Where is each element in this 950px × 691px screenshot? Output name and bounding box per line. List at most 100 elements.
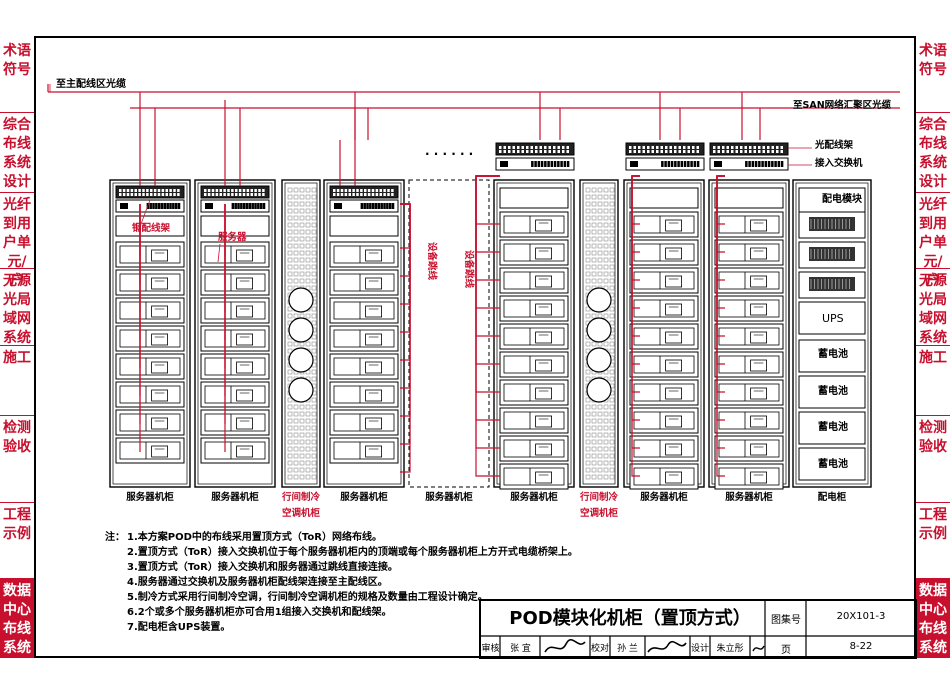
battery-label-3: 蓄电池 bbox=[818, 420, 848, 433]
tab-divider bbox=[0, 112, 34, 113]
review-name: 张 宜 bbox=[510, 644, 531, 654]
cooling-fan bbox=[288, 377, 314, 403]
note-item: 4.服务器通过交换机及服务器机柜配线架连接至主配线区。 bbox=[127, 577, 388, 588]
cooling-fan bbox=[586, 347, 612, 373]
tab-divider bbox=[916, 502, 950, 503]
server-label: 服务器 bbox=[218, 231, 247, 243]
notes: 注： 1.本方案POD中的布线采用置顶方式（ToR）网络布线。 2.置顶方式（To… bbox=[105, 530, 578, 635]
power-module-label: 配电模块 bbox=[822, 192, 863, 205]
side-tab-r-1[interactable]: 综合布线系统设计 bbox=[919, 117, 947, 190]
jumper-label-1: 设备跳线 bbox=[426, 242, 438, 281]
note-item: 1.本方案POD中的布线采用置顶方式（ToR）网络布线。 bbox=[127, 532, 382, 543]
cabinet-1 bbox=[194, 179, 276, 488]
battery-label-2: 蓄电池 bbox=[818, 384, 848, 397]
cabinet-9 bbox=[792, 179, 872, 488]
side-tab-r-7[interactable]: 数据中心布线系统 bbox=[916, 578, 950, 658]
cabinet-7 bbox=[623, 179, 705, 490]
tab-divider bbox=[0, 192, 34, 193]
san-fiber-label: 至SAN网络汇聚区光缆 bbox=[793, 99, 892, 111]
leader-server bbox=[217, 243, 221, 263]
side-tab-l-6[interactable]: 工程示例 bbox=[3, 507, 31, 542]
side-tab-l-4[interactable]: 施工 bbox=[3, 350, 31, 366]
cabinet-0 bbox=[109, 179, 191, 488]
tab-divider bbox=[0, 502, 34, 503]
cabinet-8 bbox=[708, 179, 790, 490]
cooling-fan bbox=[288, 317, 314, 343]
device-jumper bbox=[475, 175, 500, 477]
main-fiber-label: 至主配线区光缆 bbox=[56, 77, 126, 90]
cabinet-2 bbox=[281, 179, 321, 488]
tab-divider bbox=[0, 415, 34, 416]
side-tab-l-7[interactable]: 数据中心布线系统 bbox=[0, 578, 34, 658]
side-tab-l-0[interactable]: 术语符号 bbox=[3, 43, 31, 78]
battery-box bbox=[798, 375, 866, 409]
ups-label: UPS bbox=[822, 312, 844, 325]
drawing-frame bbox=[34, 36, 916, 658]
side-tab-r-0[interactable]: 术语符号 bbox=[919, 43, 947, 78]
cabinet-label-6: 行间制冷 bbox=[579, 491, 619, 503]
page-number: 8-22 bbox=[849, 641, 873, 652]
atlas-number: 20X101-3 bbox=[836, 611, 886, 622]
cabinet-label-0: 服务器机柜 bbox=[126, 491, 174, 503]
check-label: 校对 bbox=[590, 644, 609, 654]
tab-divider bbox=[0, 345, 34, 346]
access-switch-label: 接入交换机 bbox=[815, 157, 863, 169]
side-tab-l-1[interactable]: 综合布线系统设计 bbox=[3, 117, 31, 190]
tab-divider bbox=[916, 112, 950, 113]
battery-box bbox=[798, 447, 866, 481]
page-label: 页 bbox=[781, 645, 791, 656]
cabinet-label-2: 行间制冷 bbox=[281, 491, 321, 503]
side-tab-r-3[interactable]: 无源光局域网系统 bbox=[919, 273, 947, 346]
cabinet-6 bbox=[579, 179, 619, 488]
tab-divider bbox=[916, 415, 950, 416]
jumper-label-2: 设备跳线 bbox=[463, 250, 475, 289]
odf-label: 光配线架 bbox=[814, 139, 854, 151]
cabinet-3 bbox=[323, 179, 405, 488]
side-tab-l-3[interactable]: 无源光局域网系统 bbox=[3, 273, 31, 346]
tab-divider bbox=[916, 345, 950, 346]
tab-divider bbox=[0, 268, 34, 269]
check-name: 孙 兰 bbox=[617, 644, 638, 654]
empty-cabinet-slot bbox=[408, 179, 490, 488]
ellipsis-label: · · · · · · bbox=[425, 147, 473, 161]
cooling-fan bbox=[586, 377, 612, 403]
note-item: 7.配电柜含UPS装置。 bbox=[127, 622, 231, 633]
atlas-label: 图集号 bbox=[771, 615, 801, 626]
cooling-fan bbox=[288, 347, 314, 373]
design-label: 设计 bbox=[690, 644, 709, 654]
side-tab-l-2[interactable]: 光纤到用户单元/户 bbox=[3, 197, 31, 289]
note-item: 3.置顶方式（ToR）接入交换机和服务器通过跳线直接连接。 bbox=[127, 562, 398, 573]
note-item: 2.置顶方式（ToR）接入交换机位于每个服务器机柜内的顶端或每个服务器机柜上方开… bbox=[127, 547, 578, 558]
note-item: 5.制冷方式采用行间制冷空调，行间制冷空调机柜的规格及数量由工程设计确定。 bbox=[127, 592, 488, 603]
side-tab-r-2[interactable]: 光纤到用户单元/户 bbox=[919, 197, 947, 289]
cabinet-label-3: 服务器机柜 bbox=[340, 491, 388, 503]
side-tab-r-5[interactable]: 检测验收 bbox=[919, 420, 947, 455]
note-item: 6.2个或多个服务器机柜亦可合用1组接入交换机和配线架。 bbox=[127, 607, 392, 618]
side-tab-r-4[interactable]: 施工 bbox=[919, 350, 947, 366]
side-tab-r-6[interactable]: 工程示例 bbox=[919, 507, 947, 542]
cabinet-label-5: 服务器机柜 bbox=[510, 491, 558, 503]
cabinet-4 bbox=[408, 179, 490, 488]
cooling-fan bbox=[288, 287, 314, 313]
cabinet-label-8: 服务器机柜 bbox=[725, 491, 773, 503]
ups-box bbox=[798, 301, 866, 335]
notes-prefix: 注： bbox=[105, 532, 125, 543]
battery-label-4: 蓄电池 bbox=[818, 457, 848, 470]
cabinet-label-1: 服务器机柜 bbox=[211, 491, 259, 503]
battery-label-1: 蓄电池 bbox=[818, 347, 848, 360]
tab-divider bbox=[916, 578, 950, 579]
cabinet-5 bbox=[493, 179, 575, 490]
tab-divider bbox=[916, 268, 950, 269]
cooling-fan bbox=[586, 317, 612, 343]
design-name: 朱立彤 bbox=[716, 644, 744, 654]
side-tab-l-5[interactable]: 检测验收 bbox=[3, 420, 31, 455]
drawing-title: POD模块化机柜（置顶方式） bbox=[509, 608, 751, 629]
cooling-fan bbox=[586, 287, 612, 313]
tab-divider bbox=[916, 192, 950, 193]
cabinet-sublabel-6: 空调机柜 bbox=[580, 507, 619, 519]
device-jumper bbox=[716, 175, 725, 477]
cabinet-label-7: 服务器机柜 bbox=[640, 491, 688, 503]
battery-box bbox=[798, 411, 866, 445]
battery-box bbox=[798, 339, 866, 373]
